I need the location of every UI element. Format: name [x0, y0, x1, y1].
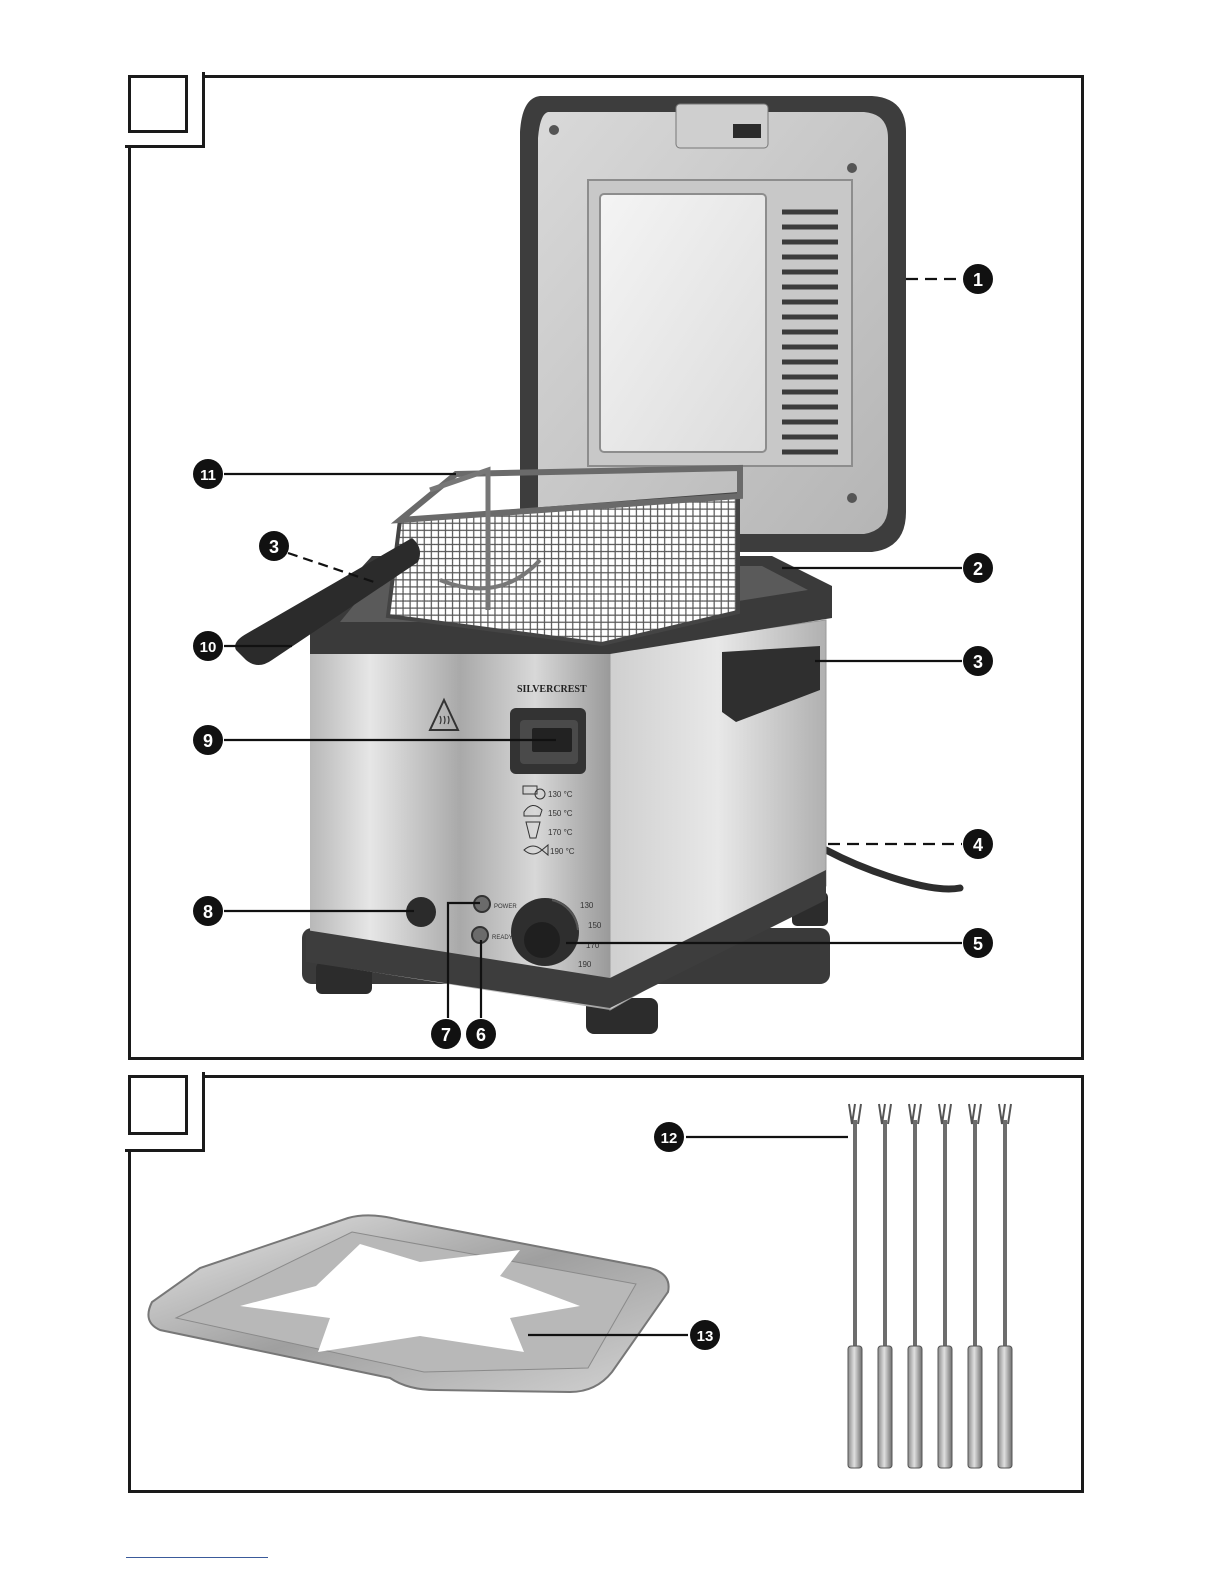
svg-text:1: 1	[973, 270, 983, 290]
svg-text:10: 10	[200, 639, 217, 656]
svg-text:12: 12	[661, 1130, 678, 1147]
fondue-fork	[998, 1104, 1012, 1468]
svg-text:11: 11	[200, 467, 216, 484]
callout-3-left: 3	[259, 531, 289, 561]
callout-7: 7	[431, 1019, 461, 1049]
callout-1: 1	[963, 264, 993, 294]
footer-rule	[126, 1557, 268, 1558]
svg-text:3: 3	[973, 652, 983, 672]
callout-10: 10	[193, 631, 223, 661]
svg-text:2: 2	[973, 559, 983, 579]
svg-text:4: 4	[973, 835, 983, 855]
callout-4: 4	[963, 829, 993, 859]
svg-text:6: 6	[476, 1025, 486, 1045]
temp-190: 190 °C	[550, 847, 575, 856]
svg-text:7: 7	[441, 1025, 451, 1045]
callout-12: 12	[654, 1122, 684, 1152]
lid	[520, 96, 906, 552]
callout-6: 6	[466, 1019, 496, 1049]
temperature-dial[interactable]	[511, 898, 579, 966]
fondue-fork	[968, 1104, 982, 1468]
callout-11: 11	[193, 459, 223, 489]
callout-13: 13	[690, 1320, 720, 1350]
callout-2: 2	[963, 553, 993, 583]
callouts-b: 12 13	[654, 1122, 720, 1350]
svg-text:13: 13	[697, 1328, 714, 1345]
svg-text:8: 8	[203, 902, 213, 922]
svg-text:9: 9	[203, 731, 213, 751]
callout-9: 9	[193, 725, 223, 755]
dial-mark-130: 130	[580, 901, 594, 910]
fondue-fork	[878, 1104, 892, 1468]
svg-text:5: 5	[973, 934, 983, 954]
power-cord	[826, 850, 960, 889]
fondue-fork	[938, 1104, 952, 1468]
temp-150: 150 °C	[548, 809, 573, 818]
splash-tray-illustration	[148, 1215, 668, 1392]
callout-8: 8	[193, 896, 223, 926]
fondue-forks-illustration	[848, 1104, 1012, 1468]
ready-lamp-label: READY	[492, 935, 513, 941]
temp-170: 170 °C	[548, 828, 573, 837]
brand-logo: SILVERCREST	[517, 684, 587, 695]
dial-mark-190: 190	[578, 960, 592, 969]
fondue-fork	[908, 1104, 922, 1468]
dial-mark-150: 150	[588, 921, 602, 930]
callout-5: 5	[963, 928, 993, 958]
deep-fryer-illustration: POWER READY 130 150 170 190 SILVERCREST	[193, 96, 993, 1049]
temp-130: 130 °C	[548, 790, 573, 799]
svg-text:3: 3	[269, 537, 279, 557]
callout-3-right: 3	[963, 646, 993, 676]
fondue-fork	[848, 1104, 862, 1468]
power-lamp-label: POWER	[494, 904, 517, 910]
